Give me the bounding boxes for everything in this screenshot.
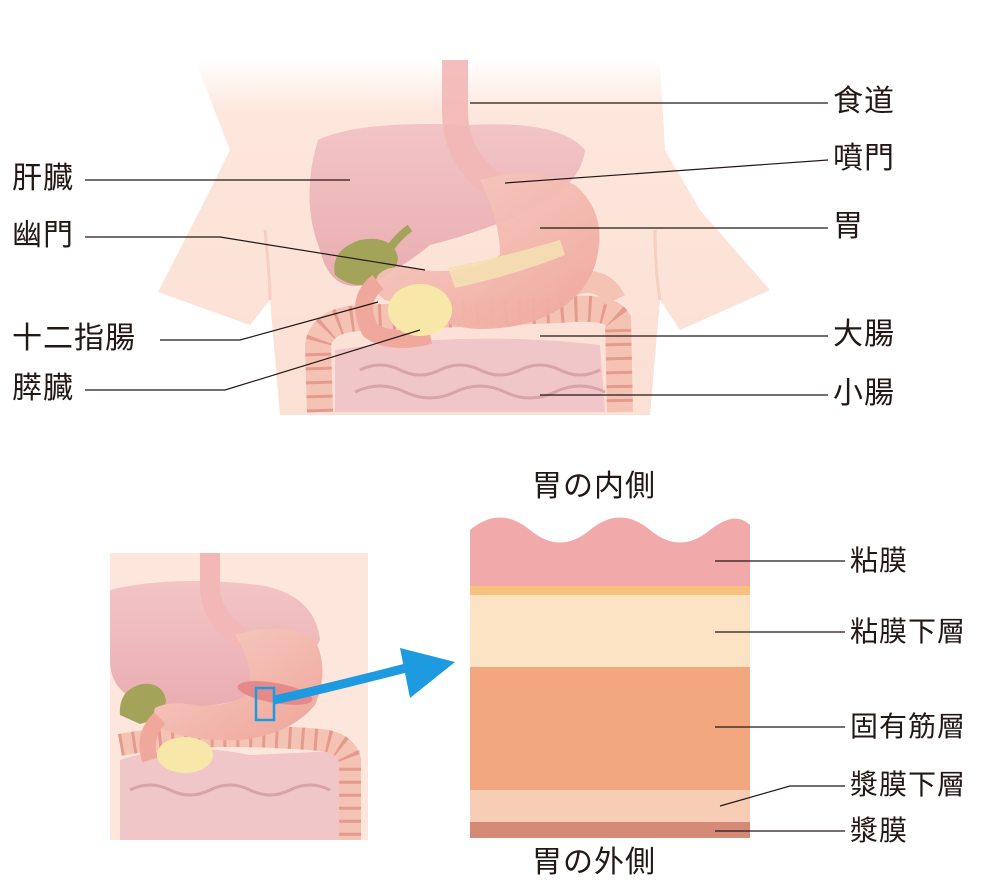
label-cardia: 噴門 xyxy=(833,141,895,176)
small-intestine xyxy=(335,338,606,412)
layer-mucosa xyxy=(470,517,750,588)
leader-lines-bottom xyxy=(715,560,845,832)
layer-submucosa xyxy=(470,595,750,667)
pancreas xyxy=(388,284,452,336)
layer-muscularis xyxy=(470,667,750,790)
label-muscularis-propria: 固有筋層 xyxy=(850,710,967,743)
layer-serosa xyxy=(470,822,750,838)
label-esophagus: 食道 xyxy=(833,84,895,119)
label-large-intestine: 大腸 xyxy=(833,317,895,352)
label-stomach: 胃 xyxy=(833,209,864,244)
duodenum xyxy=(355,274,433,348)
zoom-arrow xyxy=(273,648,455,705)
label-mucosa: 粘膜 xyxy=(850,544,909,577)
stomach-wall-section xyxy=(470,517,750,838)
label-duodenum: 十二指腸 xyxy=(12,321,136,356)
title-stomach-inside: 胃の内側 xyxy=(532,469,656,504)
label-serosa: 漿膜 xyxy=(850,814,909,847)
layer-mucosa-boundary xyxy=(470,586,750,595)
title-stomach-outside: 胃の外側 xyxy=(532,845,656,880)
label-small-intestine: 小腸 xyxy=(833,376,895,411)
leader-lines-top xyxy=(85,102,829,396)
layer-subserosa xyxy=(470,790,750,822)
zoom-region-box xyxy=(254,686,276,722)
label-liver: 肝臓 xyxy=(12,161,74,196)
label-subserosa: 漿膜下層 xyxy=(850,768,967,801)
inset-illustration xyxy=(110,553,368,840)
label-submucosa: 粘膜下層 xyxy=(850,615,967,648)
label-pylorus: 幽門 xyxy=(12,218,74,253)
label-pancreas: 膵臓 xyxy=(12,371,74,406)
